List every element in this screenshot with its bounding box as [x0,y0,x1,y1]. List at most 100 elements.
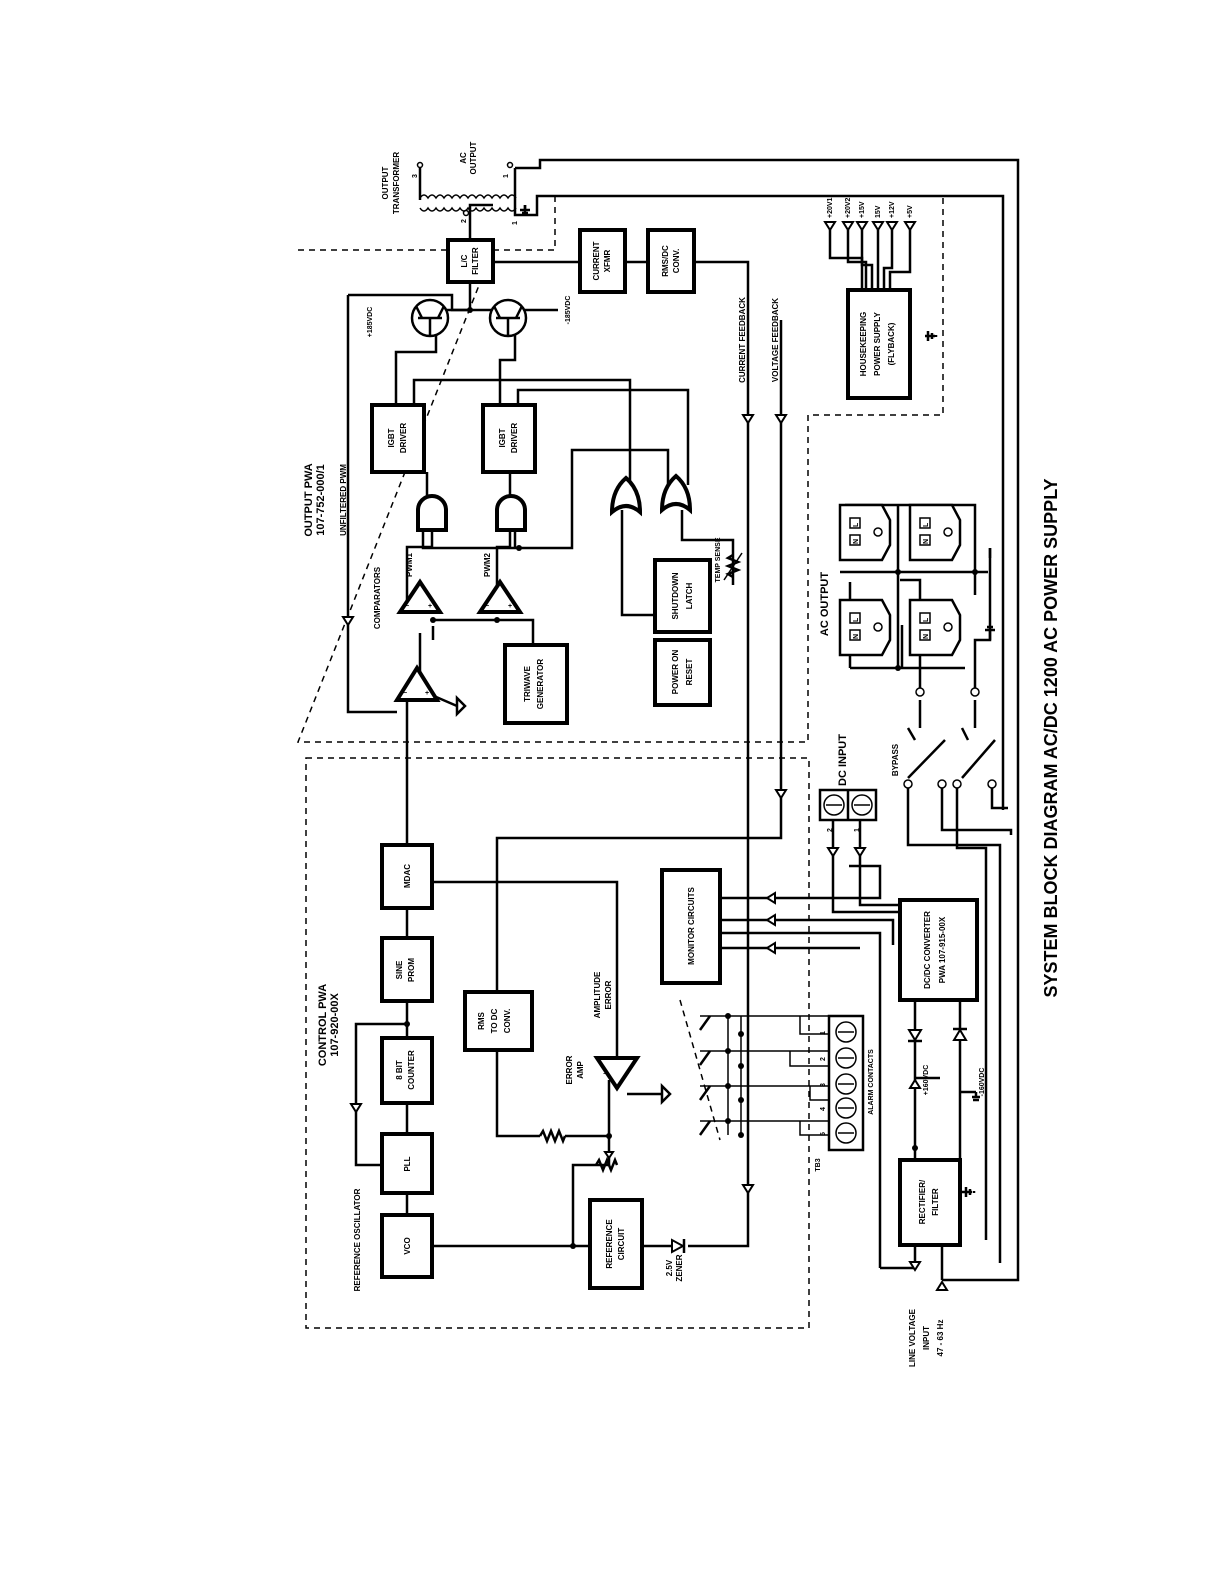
output-pin-1: 1 [503,174,510,178]
error-amp-label-1: ERROR [565,1055,574,1084]
ac-output-label: AC OUTPUT [819,572,831,636]
transformer-pin-2: 2 [461,219,468,223]
control-pwa-region [305,757,810,1329]
svg-text:1: 1 [820,1031,827,1035]
ac-output-top-label-1: AC [459,152,468,164]
svg-text:CONV.: CONV. [672,249,681,274]
svg-text:3: 3 [820,1083,827,1087]
ac-receptacle-1: L N [838,503,892,562]
housekeeping-power-supply-block: HOUSEKEEPING POWER SUPPLY (FLYBACK) [846,288,912,400]
svg-text:+: + [425,690,429,697]
transformer-pin-3: 3 [412,174,419,178]
zener-diode [671,1238,686,1254]
svg-text:SHUTDOWN: SHUTDOWN [671,572,680,619]
and-gate-2 [495,494,527,532]
ac-receptacle-3: L N [838,598,892,657]
triwave-generator-block: TRIWAVE GENERATOR [503,643,569,725]
svg-text:MONITOR CIRCUITS: MONITOR CIRCUITS [687,887,696,965]
bypass-switch-contacts [903,687,997,789]
svg-text:DC/DC CONVERTER: DC/DC CONVERTER [923,911,932,989]
rectifier-diode-negative [952,1027,968,1041]
svg-text:GENERATOR: GENERATOR [536,659,545,710]
rectifier-filter-block: RECTIFIER/ FILTER [898,1158,962,1247]
igbt-upper-transistor [410,298,450,338]
svg-text:LATCH: LATCH [685,583,694,610]
svg-text:DRIVER: DRIVER [510,423,519,453]
svg-text:+: + [508,603,512,610]
output-transformer-label-1: OUTPUT [381,166,390,199]
transformer-pin-1: 1 [512,221,519,225]
rail-label-15v-b: 15V [875,205,882,218]
junction-dots [404,265,978,1249]
control-pwa-label-1: CONTROL PWA [317,984,329,1066]
line-voltage-label-2: INPUT [922,1326,931,1350]
svg-text:PWA 107-915-00X: PWA 107-915-00X [938,916,947,983]
svg-text:1: 1 [854,828,861,832]
svg-text:MDAC: MDAC [403,864,412,888]
svg-text:2: 2 [827,828,834,832]
svg-text:(FLYBACK): (FLYBACK) [887,322,896,365]
sine-prom-block: SINE PROM [380,936,434,1003]
wiring [346,158,1020,1282]
comparators-label: COMPARATORS [373,566,382,629]
svg-text:DRIVER: DRIVER [399,423,408,453]
reference-circuit-block: REFERENCE CIRCUIT [588,1198,644,1290]
monitor-circuits-block: MONITOR CIRCUITS [660,868,722,985]
svg-text:RMS/DC: RMS/DC [661,245,670,277]
rms-dc-conv-block: RMS TO DC CONV. [463,990,534,1052]
svg-text:CONV.: CONV. [503,1009,512,1034]
svg-text:L: L [853,617,860,622]
svg-text:+: + [428,603,432,610]
diagram-title: SYSTEM BLOCK DIAGRAM AC/DC 1200 AC POWER… [1041,478,1061,997]
amplitude-error-label-1: AMPLITUDE [593,971,602,1018]
svg-text:5: 5 [820,1132,827,1136]
shutdown-latch-block: SHUTDOWN LATCH [653,558,712,634]
svg-text:TRIWAVE: TRIWAVE [523,665,532,702]
current-feedback-label: CURRENT FEEDBACK [738,297,747,383]
temp-sense-label: TEMP SENSE [715,537,722,582]
svg-text:N: N [923,634,930,639]
rail-label-20v2: +20V2 [845,197,852,218]
svg-text:POWER ON: POWER ON [671,650,680,695]
lc-filter-block: L/C FILTER [446,238,495,284]
output-pwa-label-1: OUTPUT PWA [303,463,315,536]
svg-text:N: N [923,539,930,544]
svg-text:L: L [853,522,860,527]
mdac-buffer-amp: − + [393,664,441,702]
plus-160vdc-label: +160VDC [923,1065,930,1096]
rectifier-diode-positive [907,1029,923,1043]
svg-text:COUNTER: COUNTER [407,1050,416,1090]
or-gate-2 [659,473,693,515]
error-amp: − + [593,1056,641,1092]
igbt-lower-transistor [488,298,528,338]
ac-output-top-label-2: OUTPUT [469,141,478,174]
svg-text:−: − [603,1071,607,1078]
svg-text:N: N [853,634,860,639]
svg-text:L: L [923,522,930,527]
voltage-feedback-label: VOLTAGE FEEDBACK [771,298,780,382]
temp-sense-thermistor [723,552,743,581]
igbt-driver-2-block: IGBT DRIVER [481,403,537,474]
alarm-relay-contacts [698,1015,712,1136]
current-xfmr-block: CURRENT XFMR [578,228,627,294]
svg-text:REFERENCE: REFERENCE [605,1219,614,1269]
zener-label-1: 2.5V [665,1259,674,1276]
svg-text:L/C: L/C [460,254,469,267]
dc-input-label: DC INPUT [837,734,849,786]
output-pwa-label-2: 107-752-000/1 [315,464,327,536]
alarm-contacts-label: ALARM CONTACTS [868,1049,875,1115]
power-on-reset-block: POWER ON RESET [653,638,712,707]
svg-text:HOUSEKEEPING: HOUSEKEEPING [859,312,868,376]
svg-text:8 BIT: 8 BIT [395,1060,404,1080]
svg-text:PLL: PLL [403,1156,412,1171]
svg-text:−: − [403,690,407,697]
svg-text:PROM: PROM [407,958,416,982]
signal-arrows [341,221,949,1291]
and-gate-1 [416,494,448,532]
line-voltage-label-1: LINE VOLTAGE [908,1308,917,1367]
rms-dc-conv-output-block: RMS/DC CONV. [646,228,696,294]
or-gate-1 [609,475,643,517]
feedback-resistor [538,1127,567,1145]
reference-potentiometer [594,1151,619,1174]
